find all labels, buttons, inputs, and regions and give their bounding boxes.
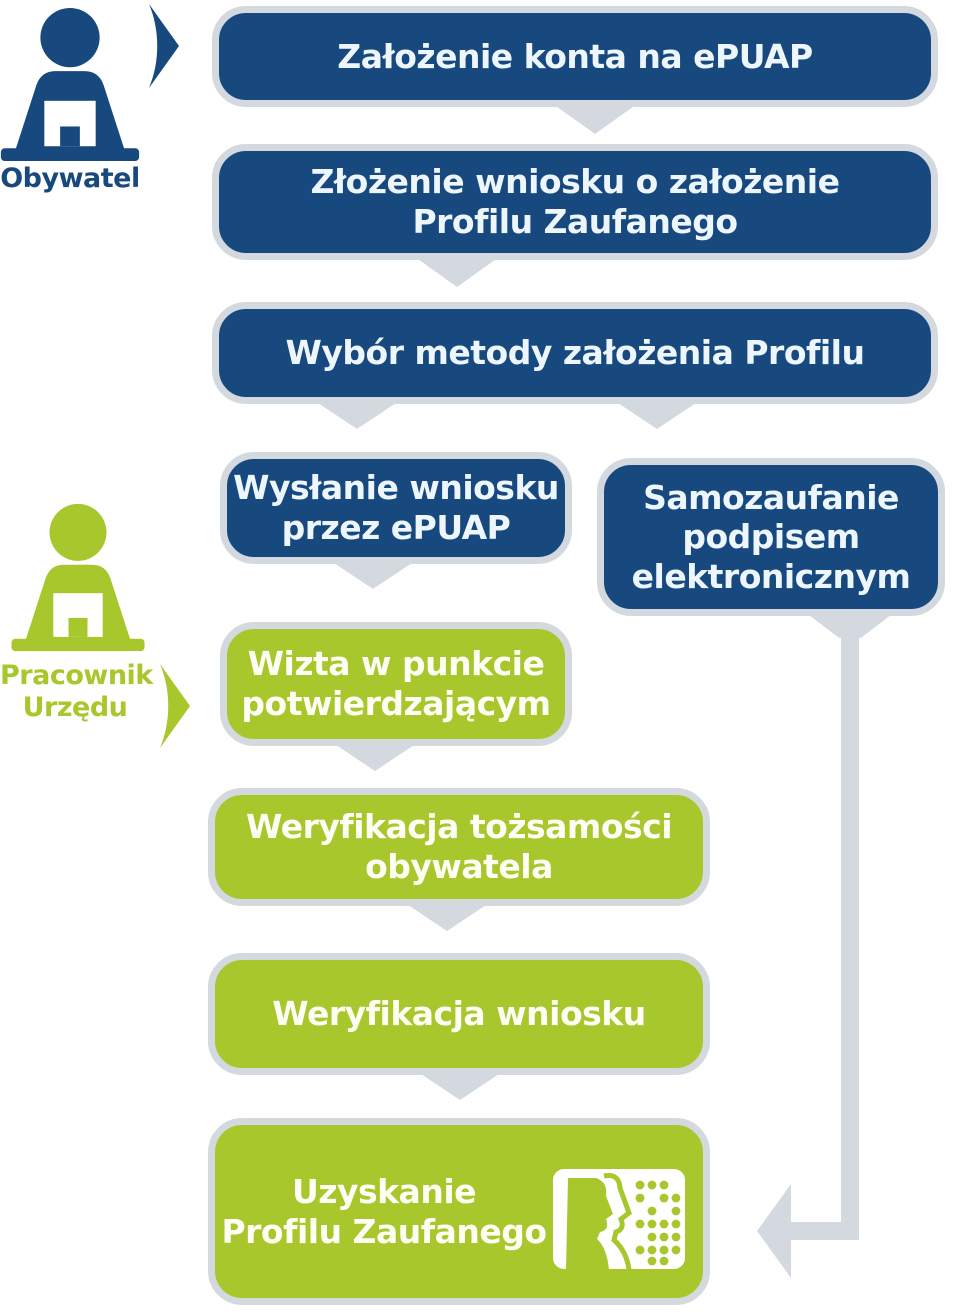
step-visit-point-box: Wizta w punkcie potwierdzającym xyxy=(220,622,572,746)
step-send-via-epuap-box: Wysłanie wniosku przez ePUAP xyxy=(220,452,572,564)
citizen-icon xyxy=(0,6,140,164)
clerk-icon xyxy=(8,502,148,654)
profil-zaufany-logo-icon xyxy=(552,1168,686,1270)
step-submit-application-box: Złożenie wniosku o założenie Profilu Zau… xyxy=(212,144,938,260)
citizen-label: Obywatel xyxy=(0,163,140,194)
connector-down-arrow-6 xyxy=(405,903,489,931)
step-self-trust-box: Samozaufanie podpisem elektronicznym xyxy=(597,458,945,616)
connector-down-arrow-7 xyxy=(418,1072,502,1100)
branch-arrowhead-left xyxy=(757,1184,791,1278)
step-verify-application-box: Weryfikacja wniosku xyxy=(208,953,710,1075)
branch-line-horizontal xyxy=(790,1222,859,1240)
clerk-label: Pracownik Urzędu xyxy=(0,660,153,723)
connector-down-arrow-4 xyxy=(331,561,415,589)
connector-down-arrow-3-right xyxy=(615,401,699,429)
branch-line-vertical xyxy=(841,634,859,1240)
connector-down-arrow-2 xyxy=(415,257,499,287)
connector-down-arrow-1 xyxy=(553,104,637,134)
step-create-account-box: Założenie konta na ePUAP xyxy=(212,6,938,107)
step-verify-identity-box: Weryfikacja tożsamości obywatela xyxy=(208,788,710,906)
connector-down-arrow-5 xyxy=(333,743,417,771)
clerk-flow-wedge-icon xyxy=(157,662,191,750)
step-choose-method-box: Wybór metody założenia Profilu xyxy=(212,302,938,404)
connector-down-arrow-3-left xyxy=(315,401,399,429)
citizen-flow-wedge-icon xyxy=(146,4,180,88)
